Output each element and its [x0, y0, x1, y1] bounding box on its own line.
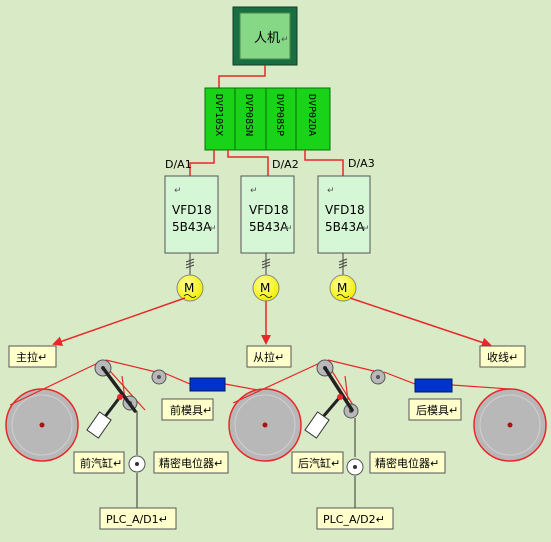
front-die-block — [189, 377, 226, 392]
front-die-label: 前模具↵ — [170, 403, 212, 417]
vfd-3: ↵ VFD18 5B43A ↵ — [317, 175, 371, 254]
hmi-plc-link — [218, 65, 266, 88]
front-pivot — [117, 394, 123, 400]
rear-cylinder-box: 后汽缸↵ — [291, 451, 344, 474]
svg-text:↵: ↵ — [285, 224, 293, 234]
rear-die-label: 后模具↵ — [416, 404, 458, 417]
motor-2: M — [252, 274, 280, 302]
vfd-1: ↵ VFD18 5B43A ↵ — [164, 175, 219, 254]
plc-ad1-label: PLC_A/D1↵ — [106, 513, 168, 526]
svg-text:↵: ↵ — [174, 186, 182, 196]
vfd-1-line1: VFD18 — [172, 203, 212, 217]
slave-pull-label: 从拉↵ — [253, 350, 284, 364]
vfd-2-line2: 5B43A — [249, 220, 289, 234]
vfd-2-line1: VFD18 — [249, 203, 289, 217]
front-pot-label: 精密电位器↵ — [159, 456, 223, 470]
plc-rack: DVP10SX DVP08SN DVP08SP DVP02DA — [204, 87, 331, 151]
rear-die-block — [414, 378, 453, 393]
rear-pivot — [337, 394, 343, 400]
vfd-2: ↵ VFD18 5B43A ↵ — [240, 175, 295, 254]
vfd-1-line2: 5B43A — [172, 220, 212, 234]
da3-label: D/A3 — [348, 157, 375, 170]
plc-module-3-label: DVP08SP — [274, 94, 285, 136]
plc-ad2-box: PLC_A/D2↵ — [316, 507, 394, 530]
vfd-3-line2: 5B43A — [325, 220, 365, 234]
hmi-label: 人机 — [254, 31, 280, 46]
motor-3-label: M — [337, 281, 347, 295]
plc-module-2-label: DVP08SN — [243, 94, 254, 136]
motor-cables — [185, 253, 348, 275]
da2-label: D/A2 — [272, 158, 299, 171]
pot-wiring — [136, 411, 356, 508]
main-pull-box: 主拉↵ — [8, 345, 57, 368]
motor-2-label: M — [260, 281, 270, 295]
plc-module-4 — [295, 87, 331, 151]
slave-pull-box: 从拉↵ — [246, 345, 292, 368]
plc-module-1 — [204, 87, 236, 151]
winding-label: 收线↵ — [487, 350, 518, 364]
motor-3: M — [329, 274, 357, 302]
plc-ad1-box: PLC_A/D1↵ — [99, 507, 177, 530]
motor-arrows — [52, 297, 492, 348]
rear-pot-box: 精密电位器↵ — [369, 451, 446, 474]
wire-path — [9, 359, 511, 411]
vfd-3-line1: VFD18 — [325, 203, 365, 217]
main-pull-label: 主拉↵ — [16, 350, 47, 364]
left-drum — [5, 388, 79, 462]
cylinder-rods — [102, 396, 342, 419]
winding-box: 收线↵ — [479, 345, 526, 368]
middle-drum — [228, 388, 302, 462]
motor-1: M — [176, 274, 204, 302]
da1-label: D/A1 — [165, 158, 192, 171]
motor-1-label: M — [184, 281, 194, 295]
rear-potentiometer — [346, 458, 364, 476]
plc-ad2-label: PLC_A/D2↵ — [323, 513, 385, 526]
front-cylinder-label: 前汽缸↵ — [80, 456, 122, 470]
rear-pot-label: 精密电位器↵ — [375, 456, 439, 470]
hmi-mark: ↵ — [281, 35, 289, 45]
plc-module-1-label: DVP10SX — [213, 94, 224, 136]
dancer-arms — [101, 366, 354, 413]
plc-module-4-label: DVP02DA — [306, 94, 317, 136]
svg-text:↵: ↵ — [362, 224, 370, 234]
front-cylinder-box: 前汽缸↵ — [73, 451, 125, 474]
rear-die-box: 后模具↵ — [408, 398, 462, 421]
da-wiring — [189, 150, 344, 176]
front-potentiometer — [128, 455, 146, 473]
rear-cylinder-label: 后汽缸↵ — [298, 456, 340, 470]
svg-text:↵: ↵ — [209, 224, 217, 234]
right-drum — [473, 388, 547, 462]
rear-cylinder — [304, 411, 330, 439]
front-die-box: 前模具↵ — [161, 398, 214, 421]
svg-text:↵: ↵ — [327, 186, 335, 196]
front-cylinder — [86, 411, 112, 439]
plc-module-3 — [265, 87, 297, 151]
hmi-box: 人机 ↵ — [232, 6, 298, 66]
front-pot-box: 精密电位器↵ — [153, 451, 229, 474]
svg-text:↵: ↵ — [250, 186, 258, 196]
